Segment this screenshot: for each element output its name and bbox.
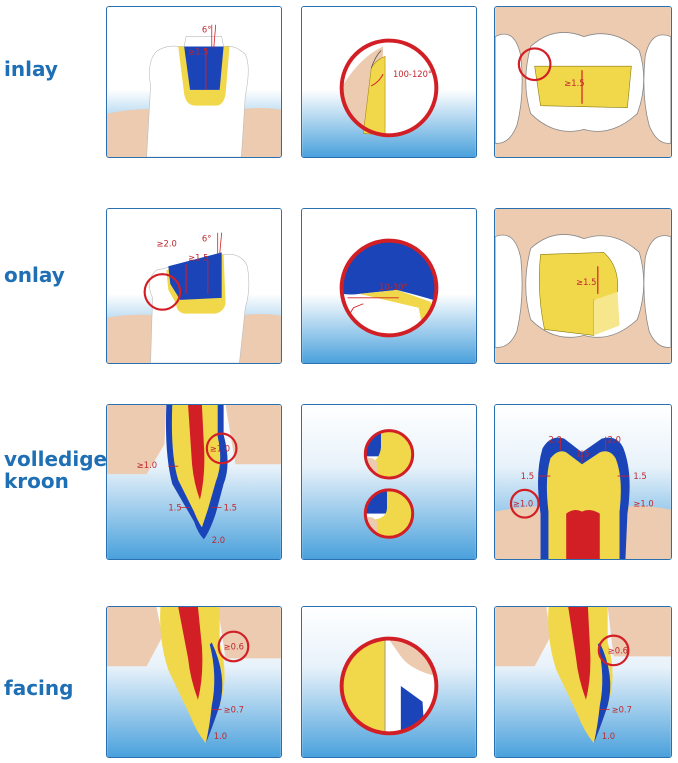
inlay-occlusal-min: ≥1.5	[564, 78, 584, 88]
row-label-volledige-kroon: volledige kroon	[4, 448, 107, 492]
onlay-bevel-angle: 10-30°	[379, 282, 408, 292]
facing-incisal: 1.0	[214, 731, 227, 741]
facing-alt-min-middle: ≥0.7	[612, 705, 632, 715]
facing-min-cervical: ≥0.6	[224, 641, 244, 651]
panel-facing-alt: ≥0.6 ≥0.7 1.0	[494, 606, 672, 758]
panel-facing-detail	[301, 606, 477, 758]
onlay-occlusal-min: ≥1.5	[576, 277, 596, 287]
panel-crown-margin-details	[301, 404, 477, 560]
onlay-min-cusp: ≥2.0	[156, 239, 176, 249]
crown-ant-marg-1: ≥1.0	[210, 443, 230, 453]
onlay-min-floor: ≥1.5	[188, 252, 208, 262]
panel-onlay-detail: 10-30°	[301, 208, 477, 364]
onlay-taper-angle: 6°	[202, 234, 212, 244]
row-label-facing: facing	[4, 676, 74, 700]
panel-crown-posterior: 2.0 2.0 1.5 1.5 1.5 ≥1.0 ≥1.0	[494, 404, 672, 560]
facing-alt-min-cervical: ≥0.6	[608, 645, 628, 655]
crown-post-top-2: 2.0	[608, 435, 621, 445]
panel-crown-anterior: ≥1.0 ≥1.0 1.5 1.5 2.0	[106, 404, 282, 560]
facing-min-middle: ≥0.7	[224, 705, 244, 715]
crown-post-top-3: 1.5	[576, 448, 589, 458]
row-label-onlay: onlay	[4, 263, 65, 287]
crown-post-top-1: 2.0	[548, 435, 561, 445]
panel-inlay-cross-section: ≥1.5 6°	[106, 6, 282, 158]
row-label-line1: volledige	[4, 447, 108, 471]
panel-onlay-occlusal: ≥1.5	[494, 208, 672, 364]
inlay-taper-angle: 6°	[202, 25, 212, 35]
panel-inlay-detail: 100-120°	[301, 6, 477, 158]
crown-ant-marg-2: ≥1.0	[137, 460, 157, 470]
panel-inlay-occlusal: ≥1.5	[494, 6, 672, 158]
crown-ant-axial-2: 1.5	[224, 503, 237, 513]
inlay-cavity-angle: 100-120°	[393, 69, 432, 79]
row-label-line2: kroon	[4, 469, 69, 493]
crown-post-side-2: 1.5	[633, 471, 646, 481]
facing-alt-incisal: 1.0	[602, 731, 615, 741]
inlay-min-thickness: ≥1.5	[188, 46, 208, 56]
crown-post-side-1: 1.5	[521, 471, 534, 481]
panel-onlay-cross-section: ≥2.0 ≥1.5 6°	[106, 208, 282, 364]
row-label-inlay: inlay	[4, 57, 58, 81]
panel-facing-cross-section: ≥0.6 ≥0.7 1.0	[106, 606, 282, 758]
crown-post-margin-1: ≥1.0	[513, 499, 533, 509]
crown-ant-axial-1: 1.5	[168, 503, 181, 513]
crown-post-margin-2: ≥1.0	[633, 499, 653, 509]
crown-ant-incisal: 2.0	[212, 535, 225, 545]
